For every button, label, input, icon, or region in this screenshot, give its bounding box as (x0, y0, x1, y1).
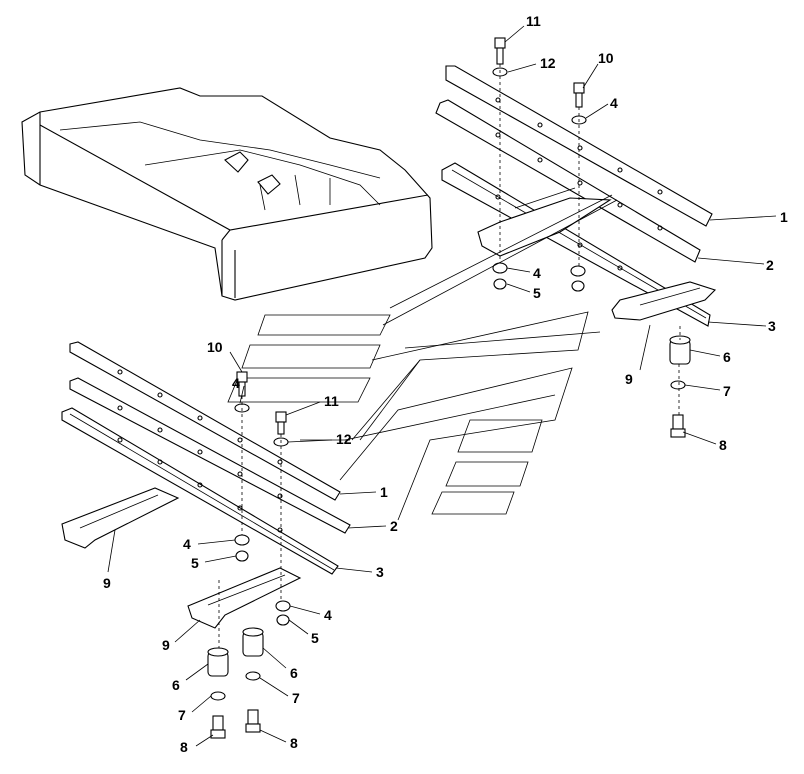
upper-hardware (492, 37, 691, 438)
callout-8-upper: 8 (719, 437, 727, 453)
callout-11-upper: 11 (526, 13, 541, 29)
callout-1-upper: 1 (780, 209, 788, 225)
callout-5-lower-left: 5 (191, 555, 199, 571)
callout-1-lower: 1 (380, 484, 388, 500)
callout-4-upper-nut: 4 (533, 265, 541, 281)
callout-9-lower-mid: 9 (162, 637, 170, 653)
callout-7-lower-right: 7 (292, 690, 300, 706)
upper-strip-2 (435, 99, 701, 263)
callout-2-lower: 2 (390, 518, 398, 534)
callout-7-lower-left: 7 (178, 707, 186, 723)
callout-10-upper: 10 (598, 50, 614, 66)
callout-8-lower-left: 8 (180, 739, 188, 755)
guide-lines (227, 194, 618, 521)
callout-2-upper: 2 (766, 257, 774, 273)
callout-9-lower-left: 9 (103, 575, 111, 591)
callout-12-lower: 12 (336, 431, 352, 447)
callout-8-lower-right: 8 (290, 735, 298, 751)
lower-brackets (61, 487, 302, 629)
callout-7-upper: 7 (723, 383, 731, 399)
seat-body (21, 87, 433, 301)
callout-6-lower-left: 6 (172, 677, 180, 693)
callout-6-lower-right: 6 (290, 665, 298, 681)
lower-strip-3 (61, 407, 339, 575)
callout-11-lower: 11 (324, 393, 339, 409)
callout-4-lower-right: 4 (324, 607, 332, 623)
lower-strip-1 (69, 341, 341, 501)
callout-4-lower-washer: 4 (232, 375, 240, 391)
callout-9-upper: 9 (625, 371, 633, 387)
callout-5-lower-right: 5 (311, 630, 319, 646)
callout-10-lower: 10 (207, 339, 223, 355)
lower-strip-2 (69, 377, 351, 534)
callout-3-upper: 3 (768, 318, 776, 334)
leader-lines (107, 25, 777, 747)
callout-4-upper: 4 (610, 95, 618, 111)
callout-6-upper: 6 (723, 349, 731, 365)
callout-5-upper: 5 (533, 285, 541, 301)
callout-labels: 11 12 10 4 1 2 3 4 5 6 9 7 8 10 4 11 12 … (103, 13, 788, 755)
callout-4-lower-left: 4 (183, 536, 191, 552)
callout-3-lower: 3 (376, 564, 384, 580)
callout-12-upper: 12 (540, 55, 556, 71)
